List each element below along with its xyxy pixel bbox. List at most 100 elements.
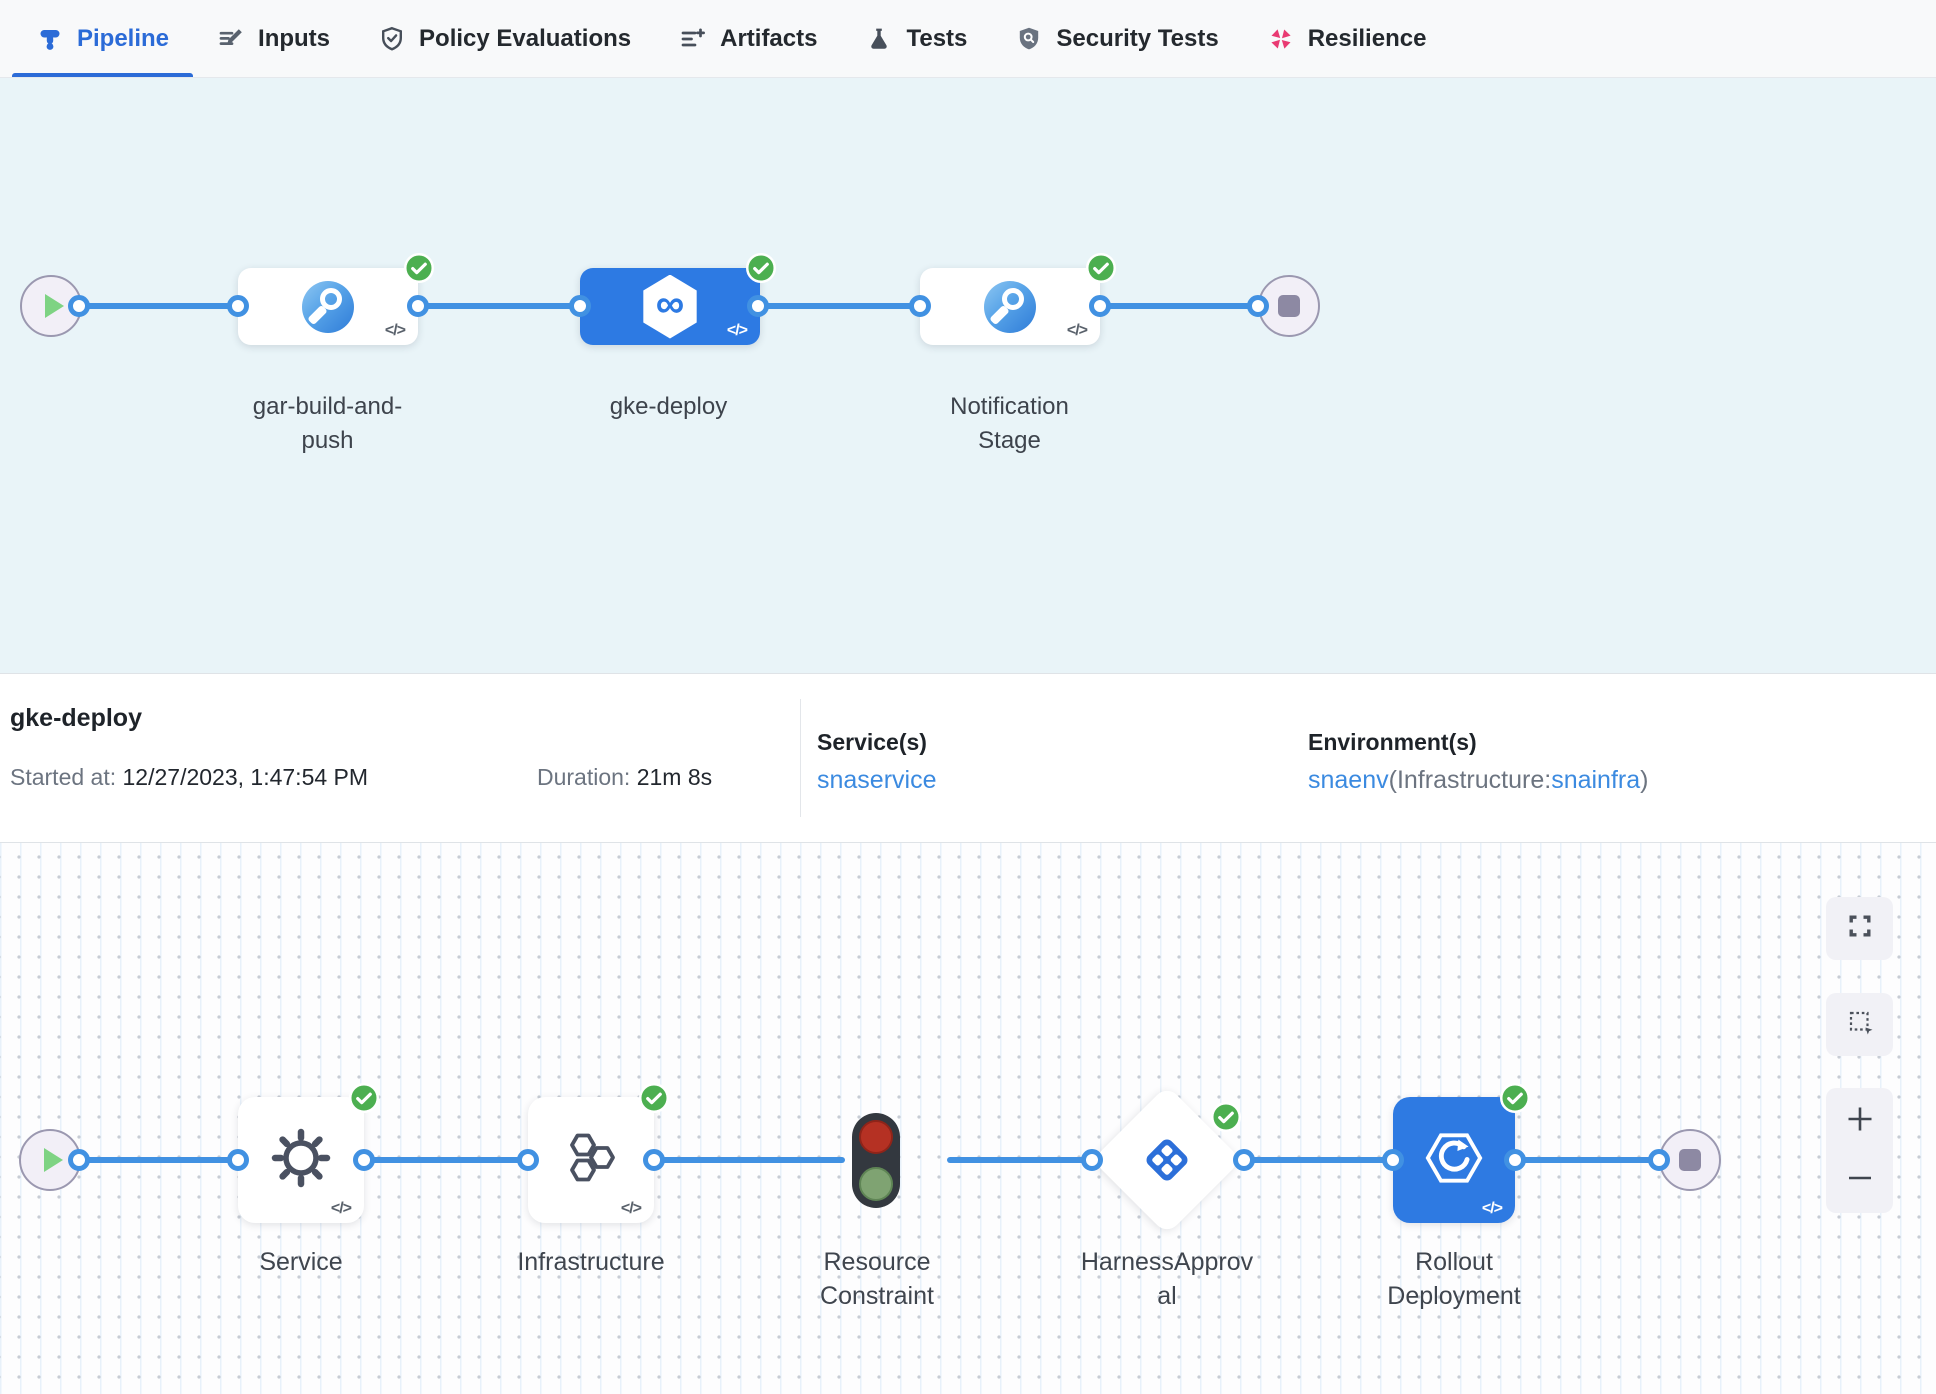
- connector-line: [79, 1157, 845, 1163]
- pipeline-icon: [36, 25, 64, 53]
- node-port: [407, 295, 429, 317]
- play-icon: [43, 1148, 63, 1172]
- environment-link[interactable]: snaenv: [1308, 766, 1389, 794]
- stage-node-notification-stage[interactable]: </>: [920, 253, 1116, 345]
- shield-search-icon: [1015, 25, 1043, 53]
- success-check-icon: [1086, 253, 1116, 283]
- step-label: Infrastructure: [517, 1248, 665, 1276]
- tab-label: Tests: [906, 24, 968, 52]
- node-port: [1504, 1149, 1526, 1171]
- infrastructure-link[interactable]: snainfra: [1551, 766, 1641, 794]
- tab-label: Security Tests: [1056, 24, 1219, 52]
- marquee-select-button[interactable]: [1826, 993, 1893, 1056]
- minus-icon: [1845, 1163, 1875, 1198]
- inputs-pencil-icon: [217, 25, 245, 53]
- tab-pipeline[interactable]: Pipeline: [12, 0, 194, 77]
- node-port: [1081, 1149, 1103, 1171]
- success-check-icon: [404, 253, 434, 283]
- environment-value: snaenv(Infrastructure:snainfra): [1308, 766, 1649, 794]
- plus-icon: [1845, 1104, 1875, 1139]
- code-chip: </>: [620, 1200, 642, 1217]
- tab-tests[interactable]: Tests: [841, 0, 991, 77]
- stage-label: gar-build-and-push: [252, 393, 403, 454]
- node-port: [517, 1149, 539, 1171]
- tab-bar: Pipeline Inputs Policy Evaluations Artif…: [0, 0, 1936, 78]
- node-port: [353, 1149, 375, 1171]
- stop-icon: [1278, 295, 1300, 317]
- node-port: [1247, 295, 1269, 317]
- stop-icon: [1679, 1149, 1701, 1171]
- approval-icon: [1114, 1107, 1220, 1213]
- step-label: Resource Constraint: [820, 1248, 934, 1310]
- play-icon: [44, 294, 64, 318]
- chaos-pinwheel-icon: [1267, 25, 1295, 53]
- tab-label: Policy Evaluations: [419, 24, 632, 52]
- stage-node-gar-build-and-push[interactable]: </>: [238, 253, 434, 345]
- node-port: [569, 295, 591, 317]
- services-label: Service(s): [817, 729, 927, 755]
- environments-label: Environment(s): [1308, 729, 1477, 755]
- stage-label: gke-deploy: [609, 393, 728, 420]
- step-node-rollout-deployment[interactable]: </>: [1393, 1083, 1530, 1223]
- node-port: [68, 295, 90, 317]
- step-label: Service: [259, 1248, 343, 1276]
- shield-check-icon: [378, 25, 406, 53]
- stage-graph-canvas[interactable]: </> gar-build-and-push ∞ </> gke-deploy …: [0, 78, 1936, 673]
- hexagons-icon: [559, 1126, 623, 1195]
- step-node-infrastructure[interactable]: </>: [528, 1083, 669, 1223]
- node-port: [1382, 1149, 1404, 1171]
- success-check-icon: [349, 1083, 379, 1113]
- connector-line: [947, 1157, 1660, 1163]
- node-port: [643, 1149, 665, 1171]
- stage-label: Notification Stage: [950, 393, 1069, 454]
- gear-icon: [269, 1126, 333, 1195]
- step-node-harness-approval[interactable]: [1092, 1085, 1242, 1235]
- step-label: HarnessApproval: [1080, 1248, 1254, 1310]
- list-plus-icon: [679, 25, 707, 53]
- custom-stage-icon: [984, 280, 1036, 333]
- tab-label: Pipeline: [77, 24, 170, 52]
- marquee-select-icon: [1846, 1008, 1874, 1041]
- stage-title: gke-deploy: [10, 704, 142, 732]
- node-port: [747, 295, 769, 317]
- success-check-icon: [1500, 1083, 1530, 1113]
- step-node-service[interactable]: </>: [238, 1083, 379, 1223]
- tab-resilience[interactable]: Resilience: [1243, 0, 1451, 77]
- success-check-icon: [639, 1083, 669, 1113]
- traffic-light-red: [859, 1120, 893, 1154]
- node-port: [227, 295, 249, 317]
- step-label: Rollout Deployment: [1387, 1248, 1521, 1310]
- code-chip: </>: [1481, 1200, 1503, 1217]
- fullscreen-button[interactable]: [1826, 897, 1893, 960]
- success-check-icon: [1211, 1102, 1241, 1132]
- service-link[interactable]: snaservice: [817, 766, 937, 794]
- zoom-out-button[interactable]: [1826, 1149, 1893, 1211]
- rollout-icon: [1423, 1127, 1485, 1194]
- stage-summary-bar: gke-deploy Started at: 12/27/2023, 1:47:…: [0, 673, 1936, 843]
- node-port: [227, 1149, 249, 1171]
- tab-policy-evaluations[interactable]: Policy Evaluations: [354, 0, 655, 77]
- tab-label: Artifacts: [720, 24, 818, 52]
- success-check-icon: [746, 253, 776, 283]
- tab-artifacts[interactable]: Artifacts: [655, 0, 841, 77]
- custom-stage-icon: [302, 280, 354, 333]
- node-port: [1089, 295, 1111, 317]
- code-chip: </>: [384, 322, 406, 339]
- node-port: [68, 1149, 90, 1171]
- tab-label: Inputs: [258, 24, 331, 52]
- step-node-resource-constraint[interactable]: [852, 1113, 900, 1208]
- started-at: Started at: 12/27/2023, 1:47:54 PM: [10, 764, 369, 790]
- execution-graph-canvas[interactable]: </> Service </> Infrastructure Resource …: [0, 843, 1936, 1394]
- node-port: [909, 295, 931, 317]
- zoom-panel: [1826, 1088, 1893, 1213]
- zoom-in-button[interactable]: [1826, 1090, 1893, 1152]
- tab-security-tests[interactable]: Security Tests: [991, 0, 1242, 77]
- tab-inputs[interactable]: Inputs: [193, 0, 354, 77]
- stage-node-gke-deploy[interactable]: ∞ </>: [580, 253, 776, 345]
- traffic-light-green: [859, 1167, 893, 1201]
- flask-icon: [865, 25, 893, 53]
- code-chip: </>: [726, 322, 748, 339]
- code-chip: </>: [330, 1200, 352, 1217]
- divider: [800, 699, 801, 817]
